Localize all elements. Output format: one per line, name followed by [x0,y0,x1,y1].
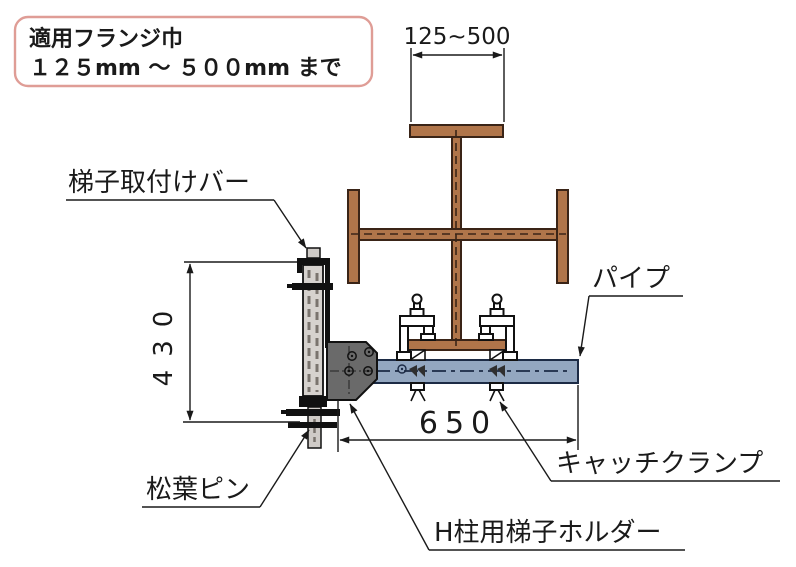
note-box-line1: 適用フランジ巾 [29,26,183,52]
h-column [347,124,569,351]
gusset-hole [364,347,374,357]
bar-bottom-pin-tick [281,410,286,414]
clamp-wing-nut [489,365,505,377]
clamp-wing-nut [409,365,425,377]
gusset-hole [347,351,357,361]
bar-top-cap [297,258,327,265]
bar-top-pin-tick [287,284,292,288]
pipe-hole [397,364,407,374]
leader-line [349,403,430,551]
clamp-top-bar [479,315,515,327]
bar-top-plate [292,283,333,290]
clamp-inner-foot [478,333,494,341]
h-column-left-flange [347,189,360,284]
bar-bottom-cap [299,396,327,407]
clamp-pin-legs [489,389,505,402]
bar-length-dimension: 430 [149,261,300,423]
catch-clamp-right [478,293,518,402]
bar-bracket-arm [325,258,330,348]
label-clamp-text: キャッチクランプ [556,449,763,479]
h-column-bottom-flange [401,339,513,351]
label-pipe-text: パイプ [592,264,670,294]
label-mounting-bar: 梯子取付けバー [66,168,307,249]
bar-bottom-plate-1 [286,409,340,416]
gusset-plate [326,341,378,401]
h-column-right-flange [556,189,569,284]
label-clamp: キャッチクランプ [499,401,780,482]
label-pipe: パイプ [577,264,683,357]
bar-pin-top [306,247,321,259]
clamp-top-bar [399,315,435,327]
bar-length-dimension-text: 430 [149,298,179,387]
gusset-bolt-dots [347,350,371,373]
note-box-border [13,15,374,88]
foot-left-hatch [409,349,426,361]
bar-top-cap-arm [297,265,302,273]
gusset-hole [344,366,354,376]
clamp-bolt-nut [409,308,425,317]
clamp-lower-bracket [410,382,425,391]
label-pin-text: 松葉ピン [146,475,250,505]
leader-line [577,295,590,357]
clamp-bolt-eye [411,293,423,305]
flange-feet [409,349,506,361]
note-box: 適用フランジ巾 １２５mm ～ ５００mm まで [13,15,374,88]
clamp-pin-legs [410,389,426,402]
flange-width-dimension-text: 125~500 [403,24,510,50]
gusset-hole [363,366,373,376]
clamp-outer-arm [505,325,515,353]
clamp-bolt-nut [489,308,505,317]
pipe-offset-dimension: 650 [337,385,579,452]
label-pin: 松葉ピン [142,429,310,508]
leader-line [273,199,307,249]
clamp-outer-foot [502,351,518,361]
label-mounting-bar-text: 梯子取付けバー [68,168,250,198]
bar-bottom-plate-2 [288,422,337,428]
leader-line [259,429,310,508]
clamp-inner-foot [420,333,436,341]
pipe-hole-center [400,367,404,371]
label-holder: H柱用梯子ホルダー [349,403,685,551]
catch-clamp-left [396,293,436,402]
clamp-bolt-eye [491,293,503,305]
label-holder-text: H柱用梯子ホルダー [434,518,662,548]
gusset-bolt-holes [344,347,374,376]
pipe-offset-dimension-text: 650 [419,406,497,441]
note-box-line2: １２５mm ～ ５００mm まで [29,56,342,81]
mounting-bar-bottom [281,396,340,449]
clamp-lower-bracket [489,382,504,391]
flange-width-dimension: 125~500 [403,24,511,122]
clamp-outer-foot [396,351,412,361]
leader-line [499,401,552,482]
mounting-bar [287,247,333,397]
clamp-outer-arm [399,325,409,353]
